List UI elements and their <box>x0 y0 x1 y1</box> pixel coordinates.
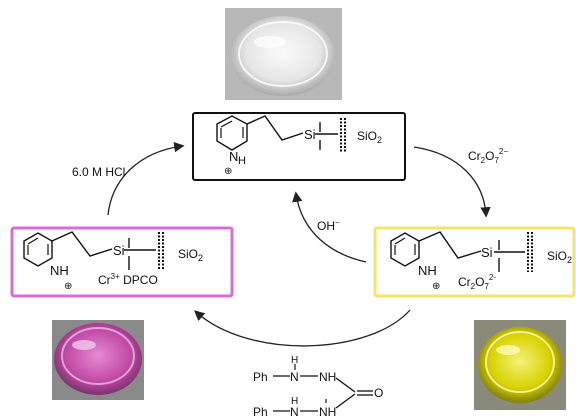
top-ring-n: N <box>229 149 238 164</box>
top-ring-h: H <box>238 155 246 167</box>
left-ring-charge: ⊕ <box>64 281 72 292</box>
dpc-nh-top: NH <box>319 370 336 384</box>
dpc-ph-top: Ph <box>253 370 268 384</box>
dpc-h-bottom: H <box>291 396 298 407</box>
dpc-n-bottom: N <box>290 405 299 416</box>
dpc-nh-bottom: NH <box>319 405 336 416</box>
left-ring-nh: NH <box>50 263 69 278</box>
diphenylcarbazide-structure <box>273 364 373 412</box>
pink-dish-photo <box>52 320 144 400</box>
top-box-structure <box>192 112 406 181</box>
dpc-ph-bottom: Ph <box>253 405 268 416</box>
arrow-hcl <box>107 141 185 216</box>
left-sio2-label: SiO2 <box>178 247 203 263</box>
dpc-n-top: N <box>290 370 299 384</box>
dpc-o: O <box>374 386 383 400</box>
left-box-structure <box>10 226 234 298</box>
right-ring-charge: ⊕ <box>432 281 440 292</box>
dpc-h-top: H <box>291 355 298 366</box>
hcl-label: 6.0 M HCl <box>72 165 125 179</box>
right-box-structure <box>373 226 576 298</box>
clear-dish-photo <box>225 8 342 100</box>
right-dichromate-label: Cr2O72- <box>458 273 496 291</box>
right-si-label: Si <box>481 245 493 260</box>
right-sio2-label: SiO2 <box>547 249 572 265</box>
top-sio2-label: SiO2 <box>357 129 382 145</box>
oh-label: OH− <box>317 218 340 233</box>
arrow-dichromate <box>413 146 491 218</box>
right-ring-nh: NH <box>418 263 437 278</box>
yellow-dish-photo <box>474 320 566 410</box>
arrow-dpc-reagent <box>194 309 411 347</box>
left-cr-dpco-label: Cr3+ DPCO <box>98 272 158 287</box>
dichromate-arrow-label: Cr2O72− <box>468 147 508 165</box>
left-si-label: Si <box>113 243 125 258</box>
arrow-oh <box>292 191 367 263</box>
top-si-label: Si <box>304 127 316 142</box>
top-ring-charge: ⊕ <box>224 166 232 177</box>
